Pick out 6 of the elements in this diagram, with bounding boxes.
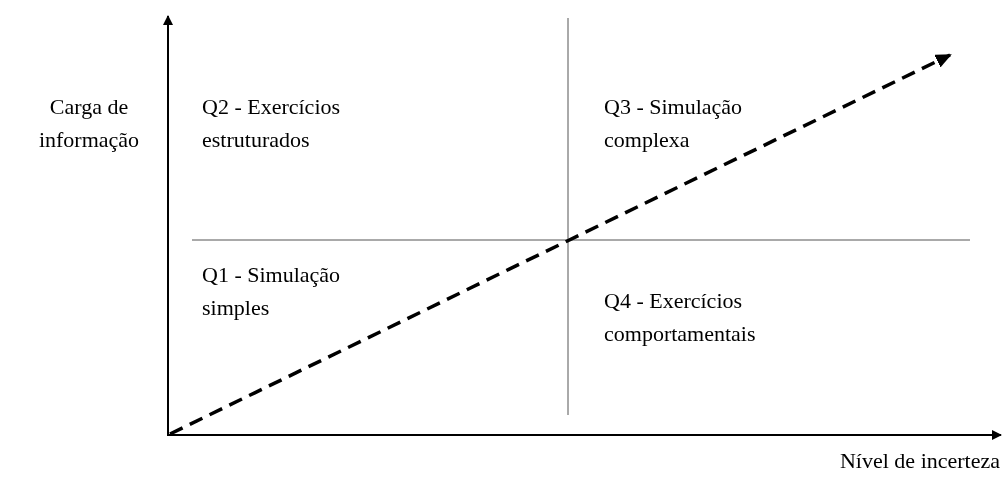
quadrant-label: Carga de informação <box>37 93 141 154</box>
quadrant-label: Q4 - Exercícios comportamentais <box>604 287 757 348</box>
quadrant-label: Q1 - Simulação simples <box>202 261 342 322</box>
quadrant-label: Q3 - Simulação complexa <box>604 93 744 154</box>
quadrant-label: Nível de incerteza <box>839 447 1000 475</box>
quadrant-label: Q2 - Exercícios estruturados <box>202 93 342 154</box>
